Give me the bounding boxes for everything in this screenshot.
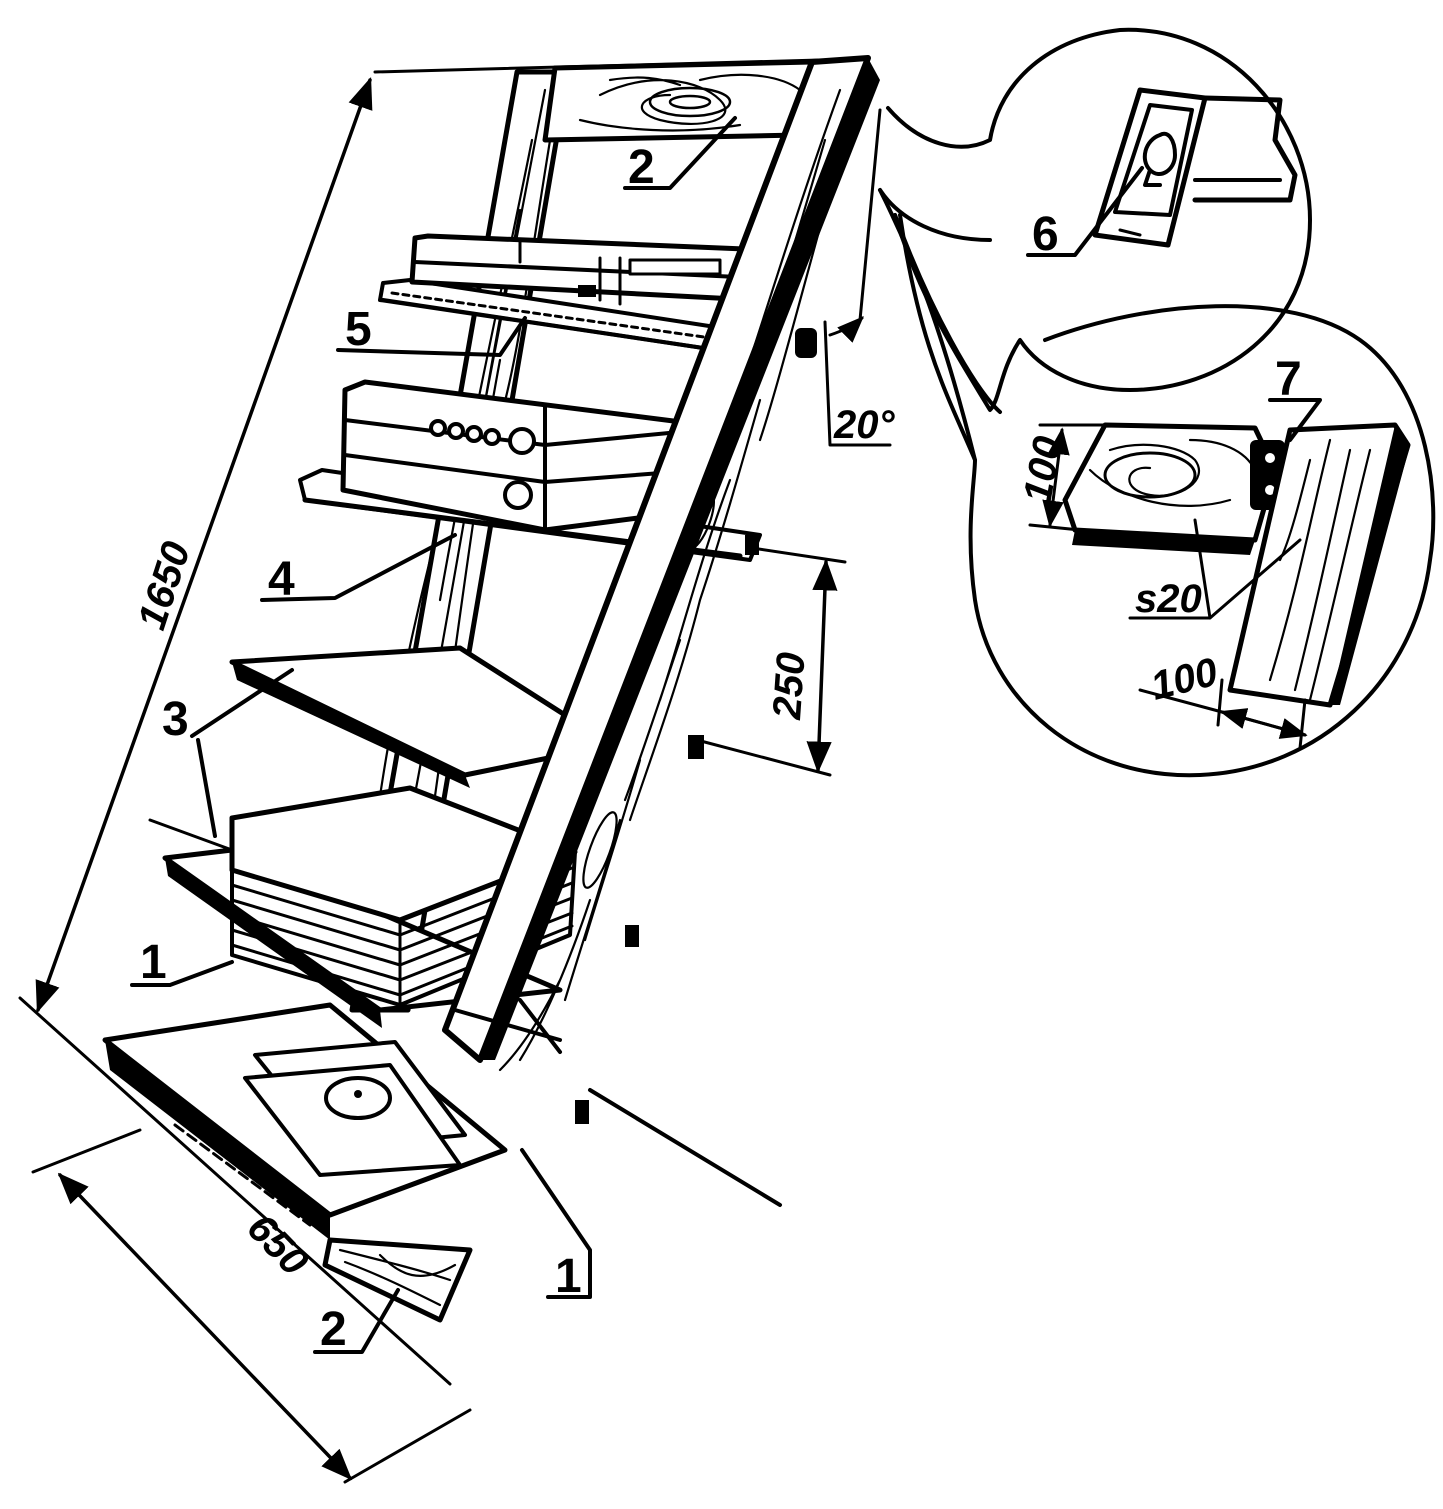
part-label-7: 7 <box>1275 353 1302 406</box>
dim-label-spacing: 250 <box>765 651 814 722</box>
part-label-4: 4 <box>268 553 295 606</box>
part-label-2-top: 2 <box>628 141 655 194</box>
dim-spacing <box>695 546 847 777</box>
part-label-1-left: 1 <box>140 936 167 989</box>
detail-bracket-circle <box>878 27 1312 412</box>
part-label-3: 3 <box>162 693 189 746</box>
part-label-6: 6 <box>1032 208 1059 261</box>
front-leg <box>442 55 880 1072</box>
video-recorder <box>409 233 773 306</box>
part-label-1-bottom: 1 <box>555 1250 582 1303</box>
top-crossbar <box>542 59 815 143</box>
part-label-5: 5 <box>345 303 372 356</box>
detail-joint-circle <box>878 188 1436 778</box>
part-label-2-bottom: 2 <box>320 1303 347 1356</box>
dim-label-angle: 20° <box>833 403 895 447</box>
record-sleeve <box>243 1040 467 1177</box>
floor-lines <box>453 998 782 1207</box>
bottom-crossbar <box>322 1237 473 1323</box>
dim-label-thickness: s20 <box>1135 577 1202 621</box>
dim-label-detail-width: 100 <box>1147 650 1222 709</box>
dim-width <box>31 1128 472 1484</box>
dim-label-detail-height: 100 <box>1016 433 1071 506</box>
dim-angle <box>823 108 892 447</box>
